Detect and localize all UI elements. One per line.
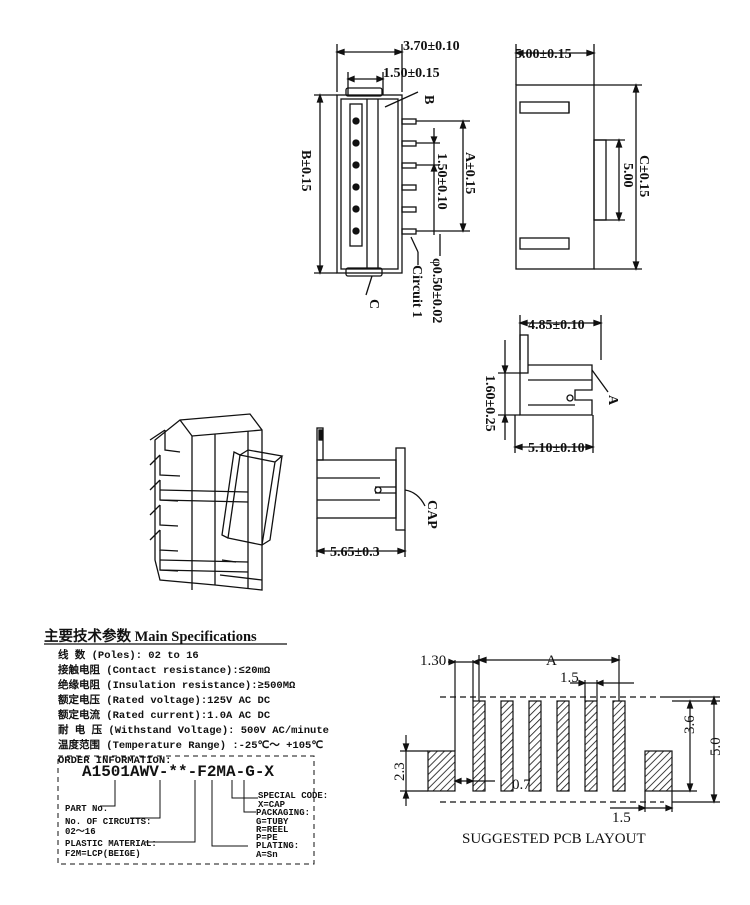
isometric-view (149, 413, 284, 591)
pcb-dim-23: 2.3 (392, 762, 408, 781)
spec-line-temperature-range: 温度范围 (Temperature Range) :-25℃～ +105℃ (58, 738, 323, 752)
pcb-dim-36: 3.6 (682, 715, 698, 734)
order-packaging: PACKAGING: (256, 808, 310, 818)
pcb-pad (612, 700, 626, 792)
order-information (57, 755, 315, 865)
side-view (514, 44, 642, 271)
side-dim-c: C±0.15 (636, 155, 651, 197)
main-specifications: 主要技术参数 Main Specifications 线 数 (Poles): … (44, 627, 329, 767)
spec-line-insulation-resistance: 绝缘电阻 (Insulation resistance):≥500MΩ (58, 678, 296, 692)
order-plastic-value: F2M=LCP(BEIGE) (65, 849, 141, 859)
side-dim-inner: 5.00 (620, 163, 635, 188)
order-plating: PLATING: (256, 841, 299, 851)
order-part-no: PART No. (65, 804, 108, 814)
pcb-pad (528, 700, 542, 792)
order-circuits-range: 02～16 (65, 827, 96, 837)
spec-line-rated-current: 额定电流 (Rated current):1.0A AC DC (57, 708, 271, 722)
top-dim-a: A±0.15 (462, 152, 477, 194)
end-view (498, 315, 609, 453)
end-label-a: A (605, 395, 620, 406)
spec-title: 主要技术参数 Main Specifications (44, 627, 257, 645)
pcb-caption: SUGGESTED PCB LAYOUT (462, 831, 646, 847)
pcb-dim-15-bottom: 1.5 (612, 810, 631, 826)
cap-dim-length: 5.65±0.3 (330, 545, 380, 560)
end-dim-top: 4.85±0.10 (528, 318, 585, 333)
top-view-pins (401, 118, 447, 235)
cap-label: CAP (424, 500, 439, 529)
spec-line-contact-resistance: 接触电阻 (Contact resistance):≤20mΩ (58, 663, 271, 677)
order-circuits: No. OF CIRCUITS: (65, 817, 151, 827)
spec-line-rated-voltage: 额定电压 (Rated voltage):125V AC DC (57, 693, 271, 707)
pcb-dim-130: 1.30 (420, 653, 446, 669)
order-plastic: PLASTIC MATERIAL: (65, 839, 157, 849)
order-special-value: X=CAP (258, 800, 286, 810)
order-packaging-r: R=REEL (256, 825, 288, 835)
pcb-dim-a: A (546, 653, 557, 669)
end-dim-bottom: 5.10±0.10 (528, 441, 585, 456)
pcb-layout (400, 655, 720, 812)
pcb-pad (472, 700, 486, 792)
order-special: SPECIAL CODE: (258, 791, 328, 801)
top-dim-pin: φ0.50±0.02 (429, 258, 444, 323)
top-dim-b: B±0.15 (298, 150, 313, 192)
top-dim-inner: 1.50±0.15 (383, 66, 440, 81)
cap-side-view (315, 427, 426, 557)
top-label-b: B (421, 95, 436, 104)
order-packaging-p: P=PE (256, 833, 278, 843)
order-code: A1501AWV-**-F2MA-G-X (82, 763, 274, 781)
pcb-pad (500, 700, 514, 792)
top-label-c: C (366, 299, 381, 309)
top-dim-width: 3.70±0.10 (403, 39, 460, 54)
pcb-dim-15-top: 1.5 (560, 670, 579, 686)
top-dim-pitch: 1.50±0.10 (434, 153, 449, 210)
order-plating-value: A=Sn (256, 850, 278, 860)
end-dim-height: 1.60±0.25 (482, 375, 497, 432)
order-packaging-g: G=TUBY (256, 817, 289, 827)
pcb-mount-pad-right (644, 750, 673, 792)
pcb-dim-50: 5.0 (708, 737, 724, 756)
spec-line-poles: 线 数 (Poles): 02 to 16 (58, 648, 199, 662)
top-view (314, 44, 470, 296)
spec-line-withstand-voltage: 耐 电 压 (Withstand Voltage): 500V AC/minut… (58, 723, 329, 737)
side-dim-width: 5.00±0.15 (515, 47, 572, 62)
pcb-pad (584, 700, 598, 792)
top-label-circuit: Circuit 1 (409, 265, 424, 318)
pcb-mount-pad-left (427, 750, 456, 792)
pcb-pad (556, 700, 570, 792)
pcb-dim-07: 0.7 (512, 777, 531, 793)
order-title: ORDER INFORMATION: (58, 755, 171, 767)
